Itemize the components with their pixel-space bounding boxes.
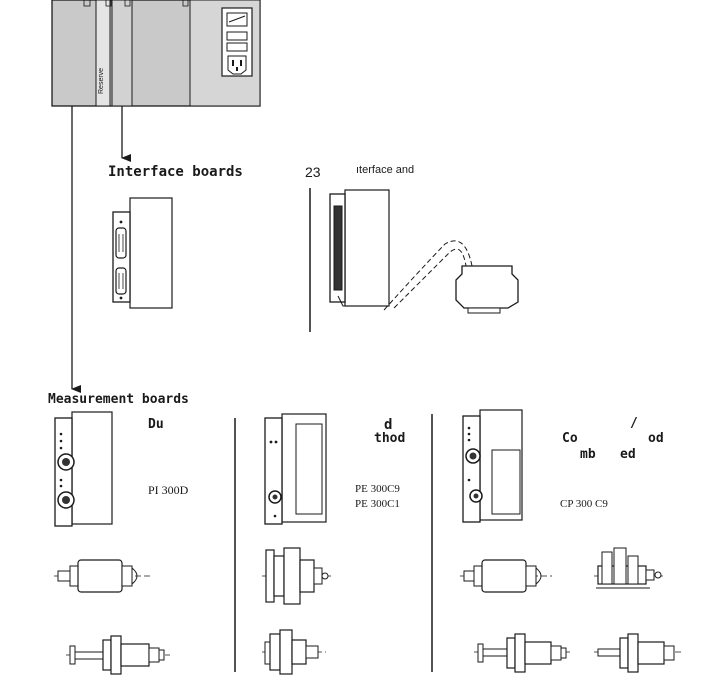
sensor-2b <box>262 629 326 675</box>
rack-unit <box>51 0 261 107</box>
interface-boards-heading: Interface boards <box>108 164 243 180</box>
sensor-1b <box>66 635 170 675</box>
column-3-heading-co: Co <box>562 431 578 446</box>
measurement-board-2 <box>264 413 327 525</box>
rack-slot-label-reserve: Reserve <box>98 67 105 94</box>
measurement-board-1 <box>54 411 113 527</box>
column-2-board-code-2: PE 300C1 <box>355 498 400 510</box>
column-3-heading-ed: ed <box>620 447 636 462</box>
column-3-board-code: CP 300 C9 <box>560 498 608 510</box>
column-3-heading-slash: / <box>630 416 638 431</box>
interface-board-cable <box>309 188 519 332</box>
measurement-boards-heading: Measurement boards <box>48 392 189 407</box>
sensor-3a <box>460 559 552 593</box>
column-1-board-code: PI 300D <box>148 483 189 497</box>
column-2-heading-line-2: thod <box>374 431 406 446</box>
column-2-board-code-1: PE 300C9 <box>355 483 400 495</box>
column-3-heading-od: od <box>648 431 664 446</box>
interface-board-serial <box>112 197 173 309</box>
sensor-3d <box>594 633 682 673</box>
interface-caption: ıterface and <box>356 164 415 176</box>
interface-number-label: 23 <box>305 164 321 180</box>
measurement-board-3 <box>462 409 523 523</box>
column-2-heading-line-1: d <box>384 417 393 433</box>
column-3-heading-mb: mb <box>580 447 596 462</box>
sensor-3c <box>474 633 572 673</box>
sensor-3b <box>594 547 666 589</box>
column-1-heading: Du <box>148 417 164 432</box>
sensor-1a <box>54 559 152 593</box>
sensor-2a <box>262 547 332 605</box>
